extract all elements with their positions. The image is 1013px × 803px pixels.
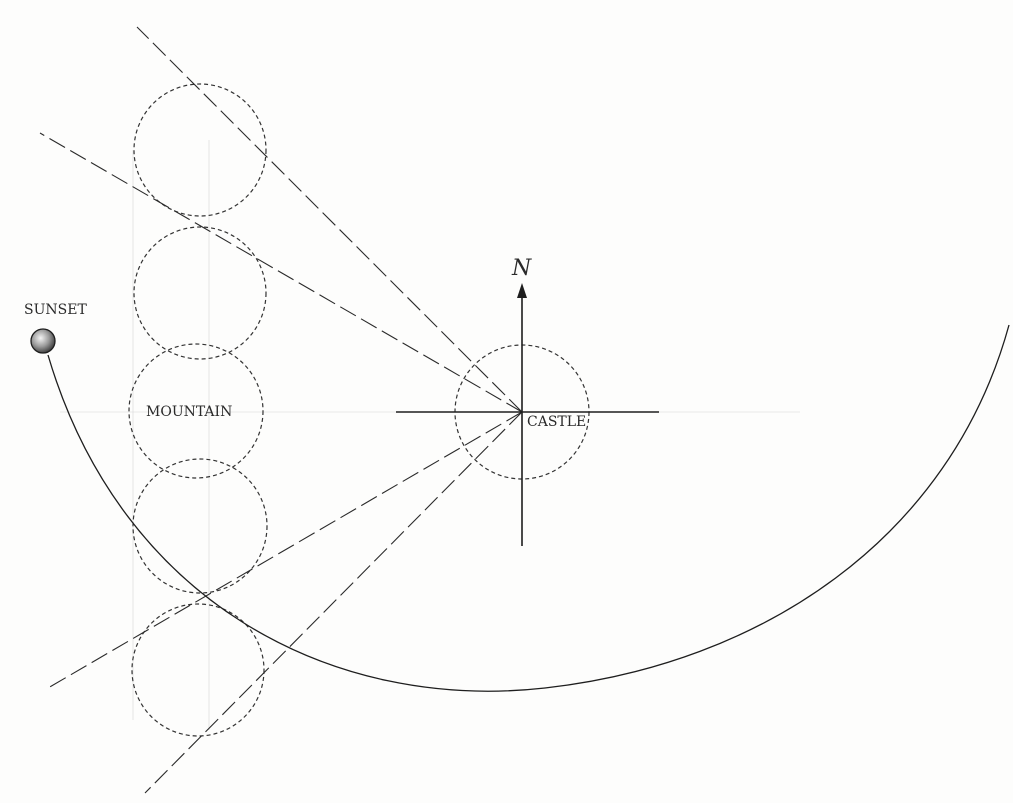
sight-lines <box>40 27 522 793</box>
sun-icon <box>31 329 55 353</box>
north-arrow-icon <box>517 283 527 298</box>
castle-label: CASTLE <box>527 414 586 430</box>
mountain-label: MOUNTAIN <box>146 404 232 420</box>
sun-path-arc <box>48 325 1009 691</box>
sight-line-3 <box>48 412 522 688</box>
sunset-label: SUNSET <box>24 302 87 318</box>
north-label: N <box>511 256 532 281</box>
guide-lines <box>60 140 800 730</box>
mountain-circle-2 <box>134 227 266 359</box>
sight-line-1 <box>137 27 522 412</box>
mountain-circle-1 <box>134 84 266 216</box>
sight-line-2 <box>40 133 522 412</box>
mountain-circle-4 <box>133 459 267 593</box>
